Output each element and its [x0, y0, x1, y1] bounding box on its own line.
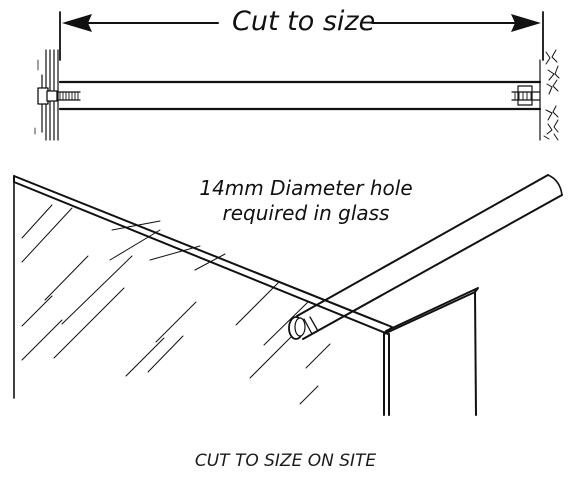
- dimension-line: [59, 11, 544, 61]
- return-glass-panel: [383, 287, 479, 416]
- right-wall-fixing: [511, 49, 560, 141]
- right-arrowhead: [511, 14, 541, 32]
- dimension-label: Cut to size: [232, 6, 376, 37]
- perspective-bar: [296, 174, 563, 340]
- hole-note-line-1: 14mm Diameter hole: [199, 176, 413, 200]
- perspective-view: [13, 174, 563, 416]
- bar-side-view: [34, 49, 560, 141]
- left-fixing-bolt: [37, 87, 81, 105]
- fixing-cap: [288, 316, 306, 340]
- bar-body: [58, 80, 542, 111]
- left-arrowhead: [62, 14, 92, 32]
- hole-note-line-2: required in glass: [222, 201, 390, 225]
- diagram-caption: CUT TO SIZE ON SITE: [194, 451, 377, 471]
- glass-hatching: [21, 204, 331, 405]
- hole-note: 14mm Diameter hole required in glass: [196, 176, 416, 226]
